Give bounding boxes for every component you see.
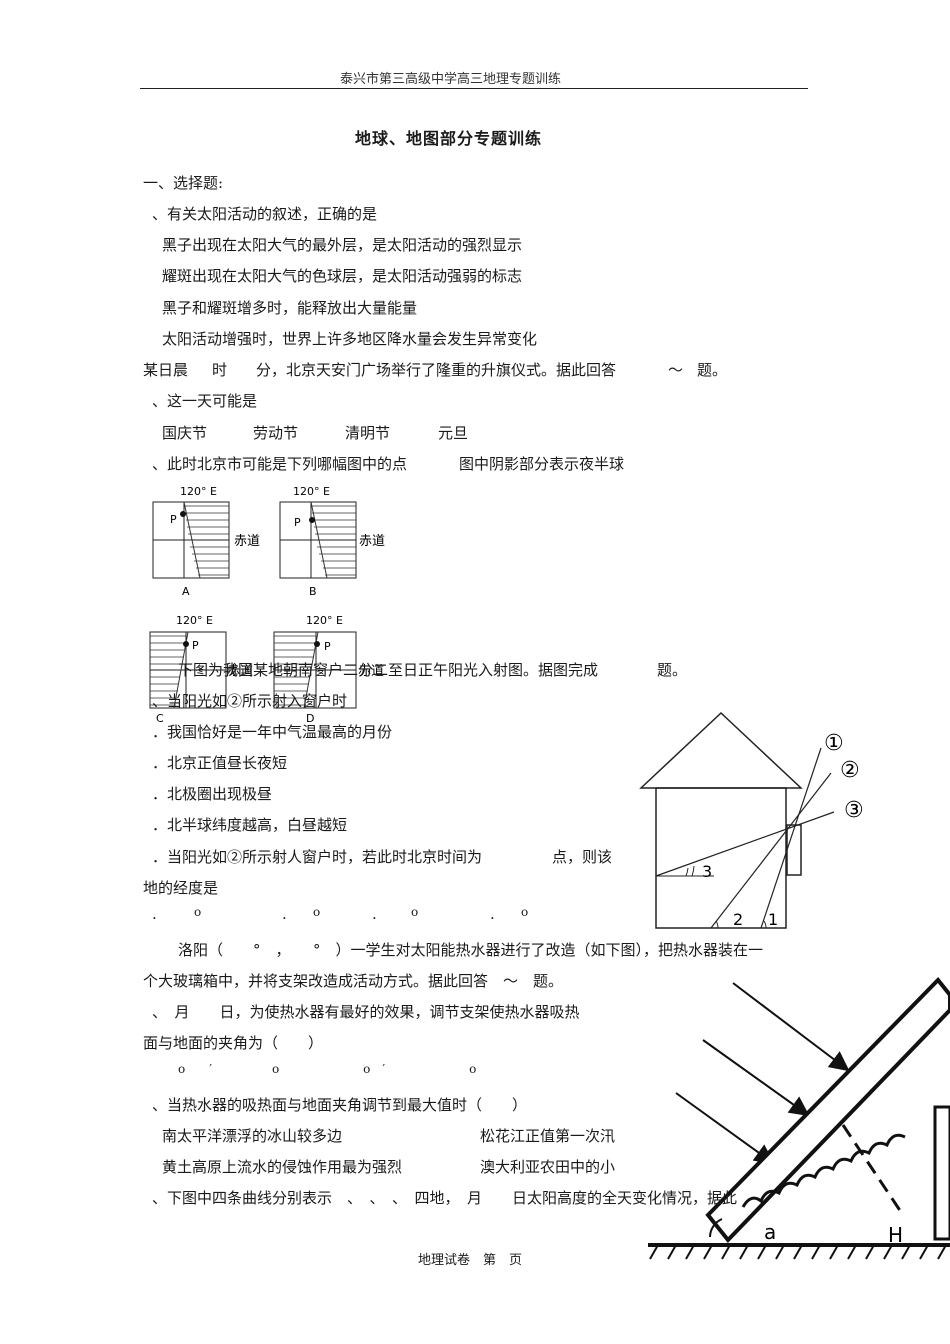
q5-stem: ．当阳光如②所示射人窗户时，若此时北京时间为 <box>152 848 483 866</box>
ray-marker: ② <box>840 758 860 783</box>
ray-marker: ① <box>824 731 844 756</box>
q6-stem: 面与地面的夹角为（ ） <box>143 1034 324 1052</box>
q5-stem: 地的经度是 <box>143 879 219 897</box>
figure-b: 120° E P 赤道 B <box>279 485 385 598</box>
q5-option-mark: . <box>152 905 157 923</box>
q7-option: 南太平洋漂浮的冰山较多边 <box>162 1127 343 1145</box>
point-label: P <box>324 640 331 653</box>
intro-text: 题。 <box>657 661 688 679</box>
intro-text: 下图为我国某地朝南窗户二分二至日正午阳光入射图。据图完成 <box>178 661 599 679</box>
equator-label: 赤道 <box>358 664 384 679</box>
q3-stem: 、此时北京市可能是下列哪幅图中的点 <box>152 455 408 473</box>
page-title: 地球、地图部分专题训练 <box>355 129 543 148</box>
point-label: P <box>192 639 199 652</box>
figure-label: B <box>309 585 317 598</box>
intro-text: 某日晨 <box>143 361 189 379</box>
height-h-label: H <box>888 1223 903 1247</box>
page-header: 泰兴市第三高级中学高三地理专题训练 <box>340 72 562 87</box>
q6-stem: 、 月 日，为使热水器有最好的效果，调节支架使热水器吸热 <box>152 1003 580 1021</box>
q2-option: 国庆节 <box>162 424 208 442</box>
q7-option: 澳大利亚农田中的小 <box>480 1158 616 1176</box>
figure-label: C <box>156 712 164 724</box>
q4-option: ．北半球纬度越高，白昼越短 <box>152 816 348 834</box>
q2-option: 清明节 <box>345 424 391 442</box>
q8-stem: 、下图中四条曲线分别表示 、 、 、 四地， 月 日太阳高度的全天变化情况，据此 <box>152 1189 738 1207</box>
angle-label: 1 <box>768 910 778 929</box>
figure-label: D <box>306 712 314 724</box>
house-sunlight-figure: 3 2 1 ① ② ③ <box>639 711 864 929</box>
angle-label: 2 <box>733 910 743 929</box>
q1-option: 黑子出现在太阳大气的最外层，是太阳活动的强烈显示 <box>162 236 523 254</box>
q7-option: 黄土高原上流水的侵蚀作用最为强烈 <box>162 1158 403 1176</box>
equator-label: 赤道 <box>359 534 385 549</box>
q1-option: 耀斑出现在太阳大气的色球层，是太阳活动强弱的标志 <box>162 267 523 285</box>
q2-option: 劳动节 <box>253 424 299 442</box>
solar-heater-figure: a H <box>648 976 950 1260</box>
q2-option: 元旦 <box>438 424 469 442</box>
q5-option-mark: o <box>313 905 321 919</box>
figure-c: 120° E P 赤道 C <box>149 614 253 724</box>
q1-option: 黑子和耀斑增多时，能释放出大量能量 <box>162 299 418 317</box>
section-heading: 一、选择题: <box>143 174 224 192</box>
q5-option-mark: . <box>490 905 495 923</box>
q4-option: ．北京正值昼长夜短 <box>152 754 288 772</box>
meridian-label: 120° E <box>293 485 330 498</box>
figure-d: 120° E P 赤道 D <box>273 614 384 724</box>
meridian-label: 120° E <box>180 485 217 498</box>
q5-option-mark: o <box>194 905 202 919</box>
q6-options: o ′ o o ′ o <box>178 1062 477 1076</box>
figure-label: A <box>182 585 190 598</box>
angle-label: 3 <box>702 862 712 881</box>
equator-label: 赤道 <box>234 534 260 549</box>
q7-stem: 、当热水器的吸热面与地面夹角调节到最大值时（ ） <box>152 1096 528 1114</box>
q2-stem: 、这一天可能是 <box>152 392 258 410</box>
equator-label: 赤道 <box>227 664 253 679</box>
q5-option-mark: o <box>521 905 529 919</box>
page-footer: 地理试卷 第 页 <box>418 1253 523 1268</box>
intro-text: 题。 <box>697 361 728 379</box>
q5-option-mark: . <box>372 905 377 923</box>
intro-text: 时 <box>212 361 228 379</box>
q1-option: 太阳活动增强时，世界上许多地区降水量会发生异常变化 <box>162 330 538 348</box>
point-label: P <box>294 516 301 529</box>
meridian-label: 120° E <box>176 614 213 627</box>
q3-stem-tail: 图中阴影部分表示夜半球 <box>459 455 625 473</box>
intro-text: 洛阳（ ° ， ° ）一学生对太阳能热水器进行了改造（如下图），把热水器装在一 <box>178 941 764 959</box>
q7-option: 松花江正值第一次汛 <box>480 1127 616 1145</box>
meridian-label: 120° E <box>306 614 343 627</box>
q5-stem: 点，则该 <box>552 848 613 866</box>
intro-text: ～ <box>668 361 684 379</box>
header-rule <box>140 88 808 89</box>
q5-option-mark: o <box>411 905 419 919</box>
point-label: P <box>170 513 177 526</box>
intro-text: 个大玻璃箱中，并将支架改造成活动方式。据此回答 ～ 题。 <box>143 972 564 990</box>
q5-option-mark: . <box>282 905 287 923</box>
angle-a-label: a <box>764 1220 776 1244</box>
intro-text: 分，北京天安门广场举行了隆重的升旗仪式。据此回答 <box>256 361 617 379</box>
q4-stem: 、当阳光如②所示射入窗户时 <box>152 692 348 710</box>
q4-option: ．我国恰好是一年中气温最高的月份 <box>152 723 393 741</box>
q4-option: ．北极圈出现极昼 <box>152 785 273 803</box>
q1-stem: 、有关太阳活动的叙述，正确的是 <box>152 205 378 223</box>
ray-marker: ③ <box>844 798 864 823</box>
figure-a: 120° E P 赤道 A <box>152 485 260 598</box>
